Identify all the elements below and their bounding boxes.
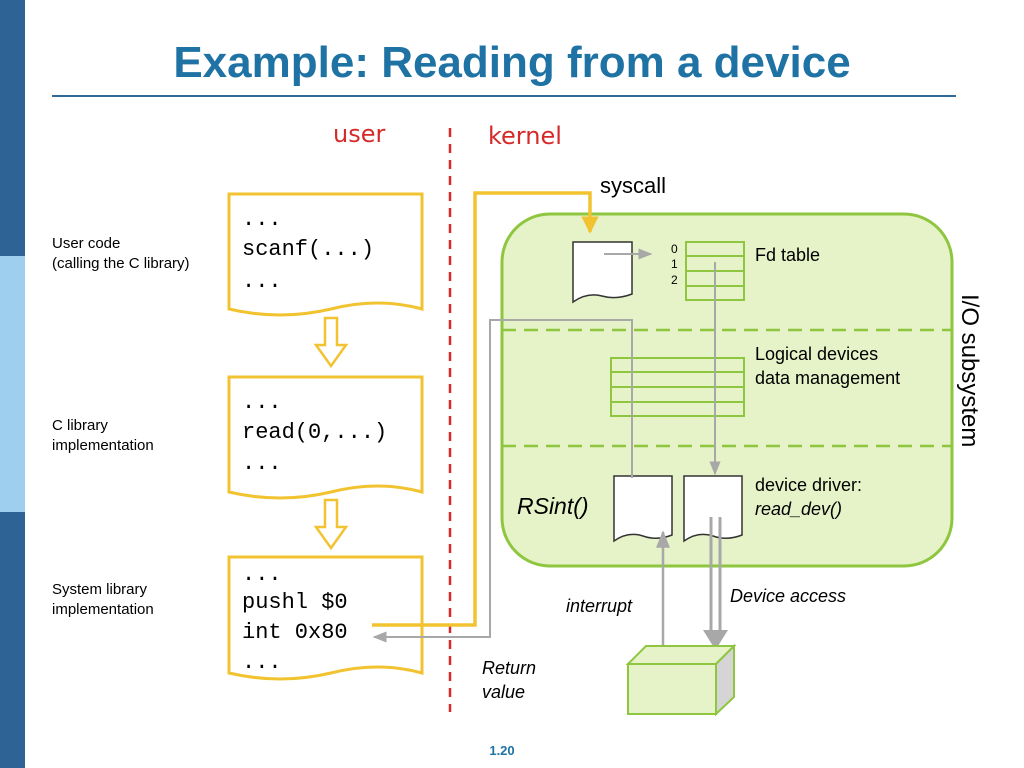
slide-title: Example: Reading from a device <box>173 38 851 87</box>
syscall-path <box>372 191 599 627</box>
user-region-label: user <box>333 120 385 148</box>
fd-index-1: 1 <box>671 257 678 271</box>
system-library-label-line-2: implementation <box>52 601 154 618</box>
logical-devices-label-line-1: Logical devices <box>755 344 878 364</box>
kernel-region-label: kernel <box>488 122 562 150</box>
system-library-line-4: ... <box>242 650 282 675</box>
rsint-document-icon <box>613 475 673 543</box>
c-library-line-3: ... <box>242 451 282 476</box>
driver-document-icon <box>683 475 743 543</box>
system-library-line-2: pushl $0 <box>242 590 348 615</box>
rsint-label: RSint() <box>517 493 589 519</box>
logical-devices-table <box>610 357 745 417</box>
left-band-bottom <box>0 512 25 768</box>
user-code-line-2: scanf(...) <box>242 237 374 262</box>
device-access-label: Device access <box>730 586 846 606</box>
interrupt-label: interrupt <box>566 596 633 616</box>
user-code-line-1: ... <box>242 207 282 232</box>
user-code-line-3: ... <box>242 269 282 294</box>
user-code-label-line-1: User code <box>52 235 121 252</box>
system-library-line-1: ... <box>242 562 282 587</box>
fd-index-0: 0 <box>671 242 678 256</box>
system-library-label-line-1: System library <box>52 581 148 598</box>
fd-table-label: Fd table <box>755 245 820 265</box>
syscall-label: syscall <box>600 173 666 198</box>
return-value-label-line-2: value <box>482 682 525 702</box>
system-library-label: System library implementation <box>52 580 154 620</box>
c-library-label: C library implementation <box>52 416 154 456</box>
user-code-label: User code (calling the C library) <box>52 234 190 274</box>
c-library-label-line-1: C library <box>52 417 108 434</box>
device-access-arrow <box>703 517 728 650</box>
device-driver-label-line-2: read_dev() <box>755 499 842 519</box>
down-arrow-clib-to-syslib <box>313 498 349 551</box>
c-library-line-1: ... <box>242 390 282 415</box>
system-library-block <box>227 555 424 681</box>
user-code-block <box>227 192 424 317</box>
logical-devices-label-line-2: data management <box>755 368 900 388</box>
user-code-label-line-2: (calling the C library) <box>52 255 190 272</box>
return-value-label-line-1: Return <box>482 658 536 678</box>
io-subsystem-label: I/O subsystem <box>956 294 983 447</box>
left-band-top <box>0 0 25 256</box>
c-library-line-2: read(0,...) <box>242 420 387 445</box>
page-number: 1.20 <box>489 743 515 758</box>
system-library-line-3: int 0x80 <box>242 620 348 645</box>
c-library-block <box>227 375 424 500</box>
down-arrow-user-to-clib <box>313 316 349 369</box>
title-underline <box>52 95 956 97</box>
device-driver-label-line-1: device driver: <box>755 475 862 495</box>
fd-index-2: 2 <box>671 273 678 287</box>
c-library-label-line-2: implementation <box>52 437 154 454</box>
left-band-middle <box>0 256 25 512</box>
hardware-device-icon <box>625 643 737 717</box>
return-value-path <box>372 319 633 643</box>
syscall-document-icon <box>572 241 633 304</box>
